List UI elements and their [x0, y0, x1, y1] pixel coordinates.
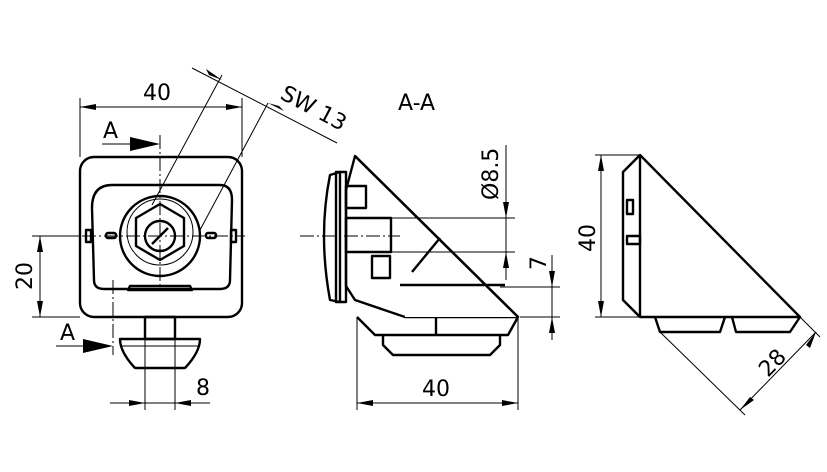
inner-recess: [90, 183, 234, 291]
outer-profile: [78, 155, 244, 319]
section-mark-bottom: A: [60, 321, 75, 346]
front-view: 40 SW 13 A A 20 8: [13, 67, 350, 410]
section-mark-top: A: [103, 119, 118, 144]
side-view: 40 28: [576, 153, 821, 416]
height-dim-label: 20: [13, 262, 38, 290]
section-arrow-top: [130, 137, 160, 151]
hole-dim-label: Ø8.5: [479, 148, 504, 200]
t-nut-head: [118, 337, 202, 370]
side-height-dim-label: 40: [576, 224, 601, 252]
hex-nut: [134, 202, 186, 262]
wrench-size-label: SW 13: [276, 81, 350, 136]
width-dim-label: 40: [143, 81, 171, 106]
section-width-dim-label: 40: [422, 377, 450, 402]
section-arrow-bottom: [83, 339, 113, 353]
side-profile: [621, 153, 802, 319]
t-nut-stem: [143, 315, 177, 341]
cap: [322, 170, 342, 304]
nut-width-dim-label: 8: [196, 376, 210, 401]
section-view: A-A Ø8.5 7 40: [300, 91, 560, 410]
diagonal-dim-label: 28: [754, 345, 791, 383]
thickness-dim-label: 7: [527, 256, 552, 270]
screw-bore: [344, 216, 393, 254]
section-title: A-A: [398, 91, 435, 116]
